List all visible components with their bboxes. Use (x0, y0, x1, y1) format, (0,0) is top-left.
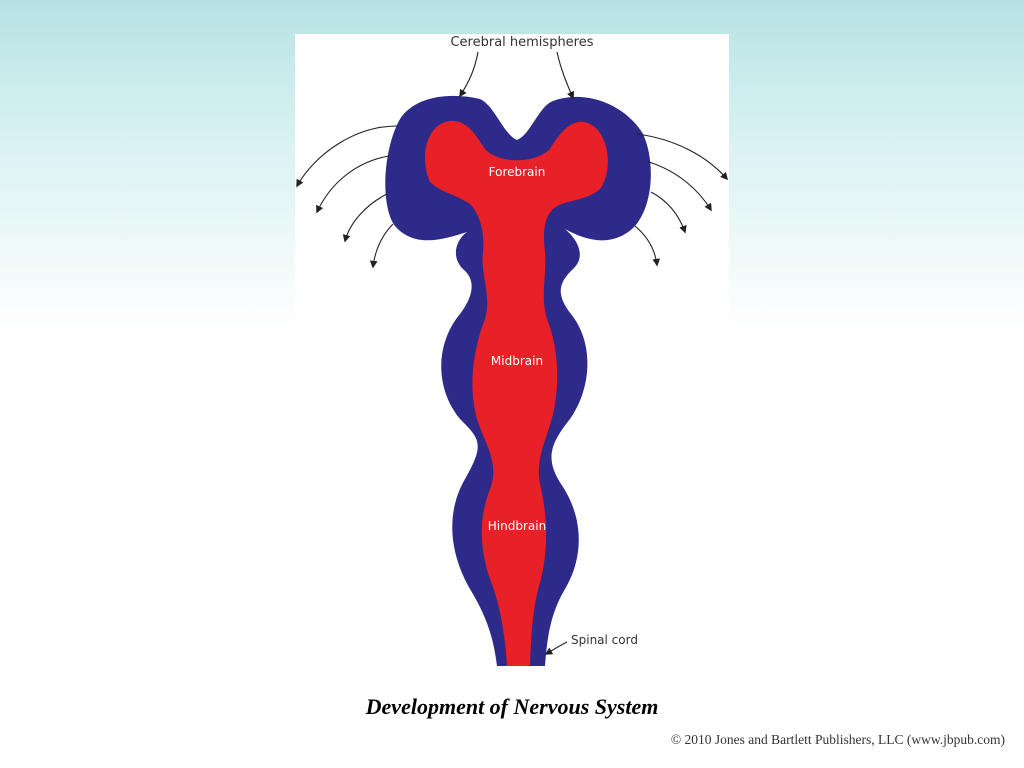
growth-arrow-right-3 (650, 191, 687, 234)
label-spinal-cord: Spinal cord (571, 633, 638, 647)
growth-arrow-right-4 (634, 225, 661, 267)
growth-arrow-right-2 (648, 161, 712, 212)
growth-arrow-right-1 (636, 133, 729, 181)
copyright-notice: © 2010 Jones and Bartlett Publishers, LL… (670, 732, 1005, 747)
arrow-spinal-cord (544, 641, 568, 655)
growth-arrow-left-2 (316, 155, 390, 214)
label-cerebral-hemispheres: Cerebral hemispheres (450, 35, 593, 50)
label-hindbrain: Hindbrain (488, 519, 546, 533)
growth-arrow-left-4 (369, 223, 394, 269)
neural-tube-inner-canal (425, 120, 608, 666)
arrow-cerebral-right (556, 51, 575, 100)
slide-caption: Development of Nervous System (365, 694, 659, 719)
neural-tube-figure: Cerebral hemispheres Forebrain Midbrain … (295, 34, 729, 668)
growth-arrow-left-3 (342, 193, 388, 243)
arrow-cerebral-left (459, 51, 479, 98)
growth-arrow-left-1 (296, 125, 398, 188)
label-midbrain: Midbrain (491, 354, 543, 368)
neural-tube-svg: Cerebral hemispheres Forebrain Midbrain … (296, 35, 729, 667)
label-forebrain: Forebrain (489, 165, 546, 179)
